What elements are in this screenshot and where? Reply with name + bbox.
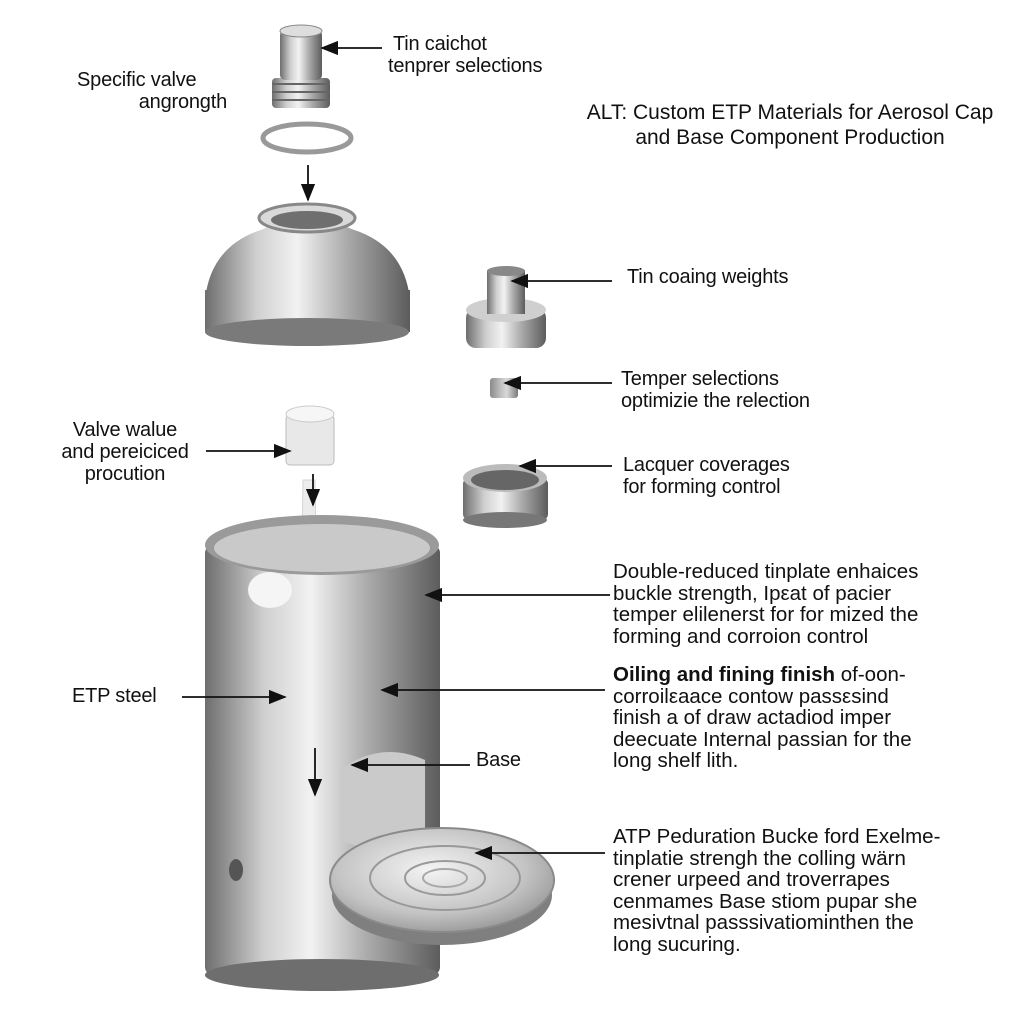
para-line: Oiling and fining finish of-oon- bbox=[613, 664, 912, 686]
paragraph-atp: ATP Peduration Bucke ford Exelme- tinpla… bbox=[613, 826, 940, 955]
para-line: tinplatie strengh the colling wärn bbox=[613, 846, 906, 870]
para-line: corroilεaace contow passεsind bbox=[613, 684, 889, 708]
label-line: Specific valve bbox=[77, 69, 197, 91]
paragraph-oiling: Oiling and fining finish of-oon- corroil… bbox=[613, 664, 912, 772]
label-etp-steel: ETP steel bbox=[72, 685, 157, 707]
para-line: Double-reduced tinplate enhaices bbox=[613, 560, 919, 583]
label-line: Temper selections bbox=[621, 368, 779, 390]
para-line: crener urpeed and troverrapes bbox=[613, 868, 890, 891]
label-line: Tin caichot bbox=[393, 33, 487, 55]
valve-cup-part bbox=[285, 405, 335, 466]
label-tin-coating: Tin coaing weights bbox=[627, 266, 789, 288]
title-line: and Base Component Production bbox=[635, 126, 945, 149]
base-lid-part bbox=[329, 827, 555, 945]
label-valve-value: Valve walue and pereiciced procution bbox=[45, 419, 205, 485]
label-line: Lacquer coverages bbox=[623, 454, 790, 476]
label-specific-valve: Specific valve angrongth bbox=[77, 69, 227, 113]
label-line: for forming control bbox=[623, 476, 781, 498]
label-tin-caichot: Tin caichot tenprer selections bbox=[388, 33, 542, 77]
seal-ring-part bbox=[260, 121, 354, 155]
para-line: temper elilenerst for for mized the bbox=[613, 603, 919, 626]
lacquer-ring-part bbox=[463, 464, 548, 528]
valve-cap-part bbox=[272, 24, 330, 108]
label-line: tenprer selections bbox=[388, 55, 543, 77]
para-line: finish a of draw actadiod imper bbox=[613, 706, 892, 729]
para-line: deecuate Internal passian for the bbox=[613, 727, 912, 751]
para-bold-lead: Oiling and fining finish bbox=[613, 663, 836, 686]
label-line: and pereiciced bbox=[61, 441, 189, 463]
label-line: optimizie the relection bbox=[621, 390, 810, 412]
para-line: buckle strength, Ipεat of pacier bbox=[613, 581, 892, 605]
para-line: cenmames Base stiom pupar she bbox=[613, 889, 918, 913]
para-line: forming and corroion control bbox=[613, 624, 869, 648]
para-lead-rest: of-oon- bbox=[835, 663, 906, 686]
para-line: ATP Peduration Bucke ford Exelme- bbox=[613, 825, 941, 848]
label-line: Valve walue bbox=[72, 419, 178, 441]
label-temper-selections: Temper selections optimizie the relectio… bbox=[621, 368, 810, 412]
dome-part bbox=[205, 202, 410, 346]
label-base: Base bbox=[476, 749, 521, 771]
label-lacquer: Lacquer coverages for forming control bbox=[623, 454, 790, 498]
paragraph-double-reduced: Double-reduced tinplate enhaices buckle … bbox=[613, 561, 918, 647]
temper-disc-part bbox=[490, 378, 518, 398]
title-line: ALT: Custom ETP Materials for Aerosol Ca… bbox=[586, 101, 994, 124]
para-line: long sucuring. bbox=[613, 932, 741, 956]
para-line: mesivtnal passsivatiominthen the bbox=[613, 911, 914, 934]
para-line: long shelf lith. bbox=[613, 749, 739, 772]
diagram-title: ALT: Custom ETP Materials for Aerosol Ca… bbox=[560, 100, 1020, 150]
label-line: angrongth bbox=[138, 91, 227, 113]
label-line: procution bbox=[84, 463, 166, 485]
tin-coating-part bbox=[466, 266, 546, 348]
